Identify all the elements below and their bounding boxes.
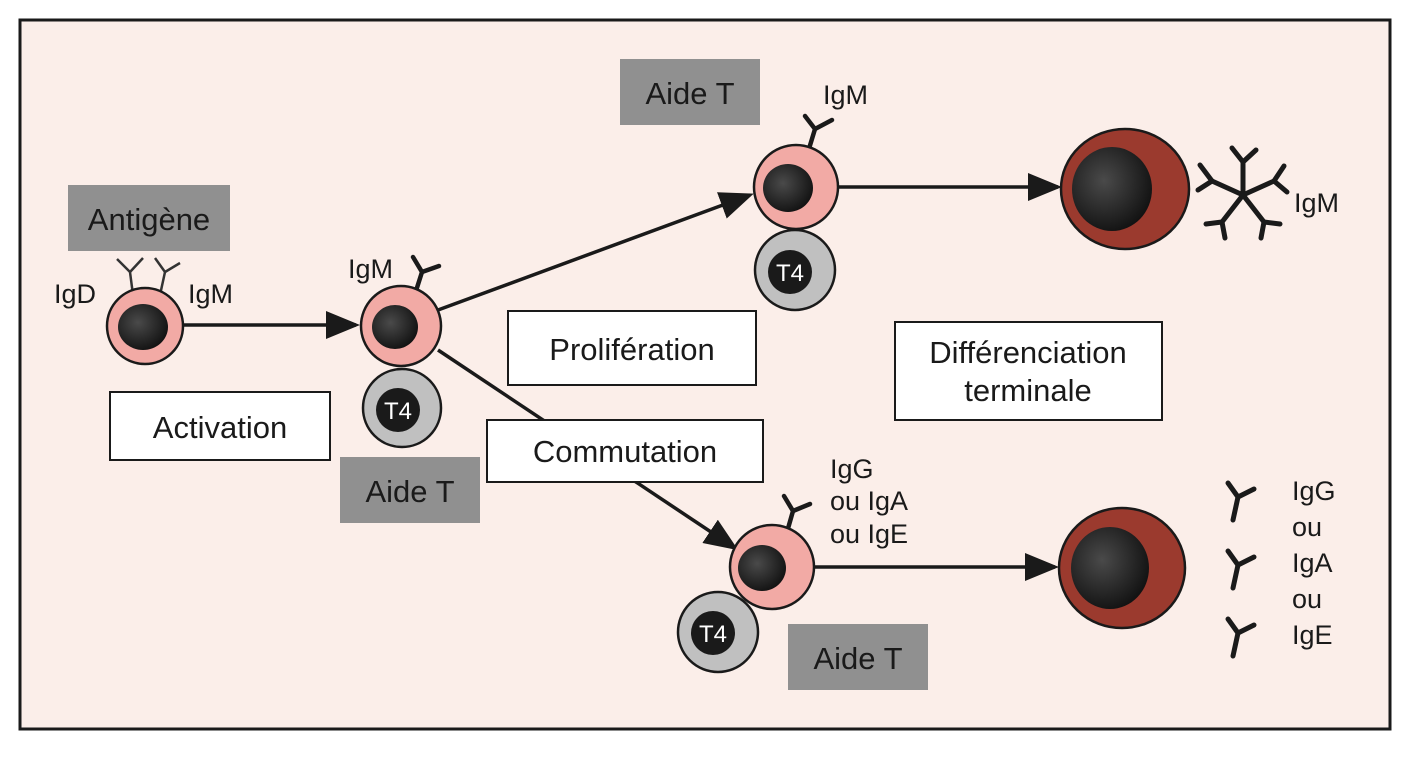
t4-cell-bottom: T4 bbox=[676, 590, 760, 674]
igm-pentamer-icon bbox=[1195, 145, 1290, 241]
helper-t-box-top bbox=[620, 59, 760, 125]
commutation-box bbox=[486, 419, 764, 483]
proliferating-b-cell bbox=[752, 113, 840, 231]
helper-t-label-bottom: Aide T bbox=[813, 641, 902, 676]
plasma-cell-top bbox=[1059, 127, 1191, 251]
activated-b-cell bbox=[359, 254, 443, 368]
proliferation-label: Prolifération bbox=[549, 332, 714, 367]
secreted-isotype-line-3: IgA bbox=[1292, 548, 1333, 578]
igm-label-top: IgM bbox=[823, 80, 868, 110]
naive-b-cell bbox=[105, 257, 185, 366]
proliferation-box bbox=[507, 310, 757, 386]
plasma-cell-bottom bbox=[1057, 506, 1187, 630]
igm-label-naive: IgM bbox=[188, 279, 233, 309]
activation-label: Activation bbox=[153, 410, 287, 445]
helper-t-box-bottom bbox=[788, 624, 928, 690]
terminal-differentiation-box bbox=[894, 321, 1163, 421]
t4-cell-center: T4 bbox=[361, 367, 443, 449]
igm-label-secreted: IgM bbox=[1294, 188, 1339, 218]
secreted-isotype-line-5: IgE bbox=[1292, 620, 1333, 650]
antibody-monomer-icon bbox=[1225, 548, 1257, 591]
helper-t-label-top: Aide T bbox=[645, 76, 734, 111]
switched-isotype-line-1: IgG bbox=[830, 454, 874, 484]
antibody-monomer-icon bbox=[1225, 616, 1257, 659]
igd-label: IgD bbox=[54, 279, 96, 309]
t4-cell-top: T4 bbox=[753, 228, 837, 312]
t4-label: T4 bbox=[699, 621, 727, 648]
terminal-differentiation-line-1: Différenciation bbox=[929, 335, 1127, 370]
switched-b-cell bbox=[728, 493, 816, 611]
switched-isotype-line-2: ou IgA bbox=[830, 486, 908, 516]
antigen-label: Antigène bbox=[88, 202, 210, 237]
t4-label: T4 bbox=[384, 398, 412, 425]
antibody-monomer-icon bbox=[1225, 480, 1257, 523]
t4-label: T4 bbox=[776, 260, 804, 287]
secreted-isotype-line-4: ou bbox=[1292, 584, 1322, 614]
helper-t-label-center: Aide T bbox=[365, 474, 454, 509]
commutation-label: Commutation bbox=[533, 434, 717, 469]
proliferation-arrow bbox=[437, 192, 754, 312]
secreted-isotype-line-2: ou bbox=[1292, 512, 1322, 542]
switched-isotype-line-3: ou IgE bbox=[830, 519, 908, 549]
antigen-box bbox=[68, 185, 230, 251]
terminal-differentiation-line-2: terminale bbox=[964, 373, 1092, 408]
helper-t-box-center bbox=[340, 457, 480, 523]
secreted-isotype-line-1: IgG bbox=[1292, 476, 1336, 506]
activation-box bbox=[109, 391, 331, 461]
igm-label-activated: IgM bbox=[348, 254, 393, 284]
